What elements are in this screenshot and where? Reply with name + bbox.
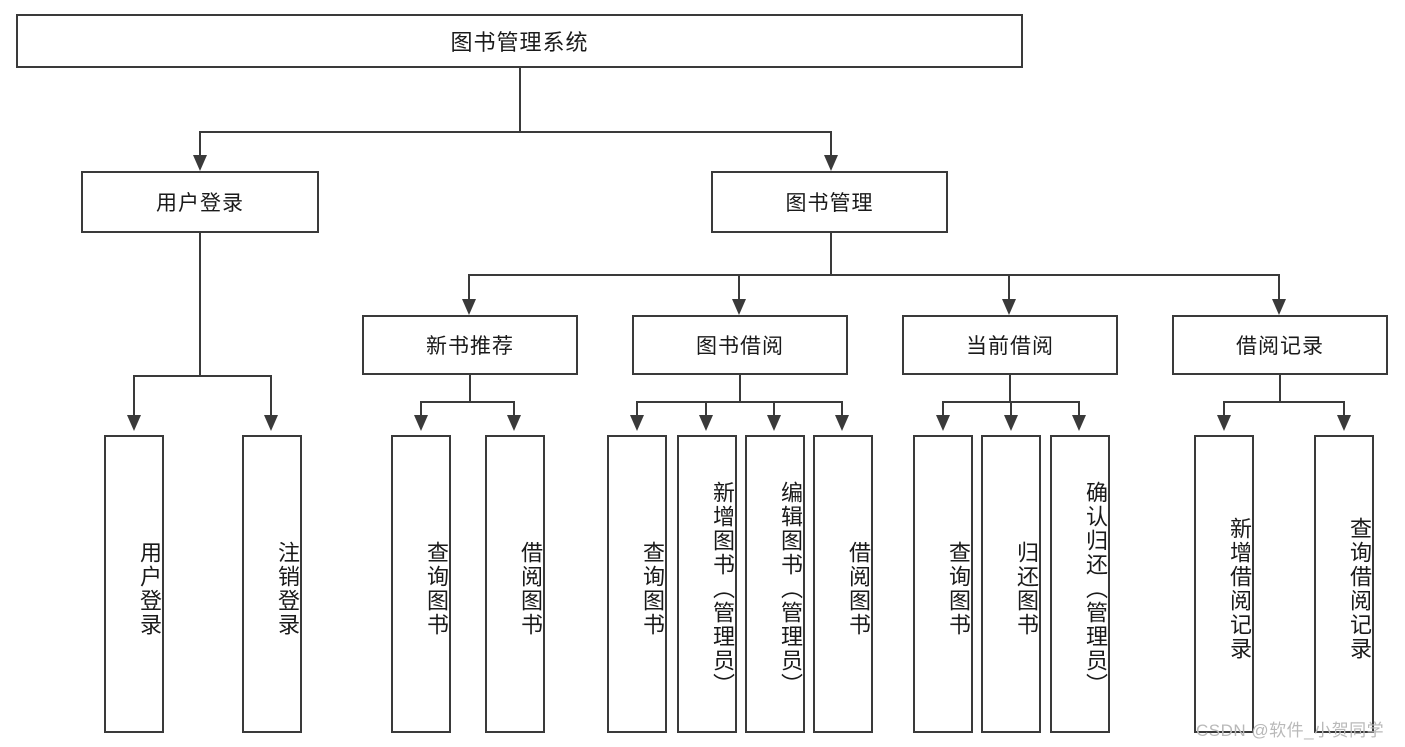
leaf-edit-book-admin[interactable]: 编辑图书（管理员） [745,435,805,733]
edge-current-borrow-drop-2 [1010,401,1012,417]
edge-book-borrow-bus [636,401,842,403]
leaf-logout-login[interactable]: 注销登录 [242,435,302,733]
edge-user-login-bus [133,375,272,377]
leaf-query-books-current[interactable]: 查询图书 [913,435,973,733]
edge-book-mgmt-drop-4 [1278,274,1280,300]
edge-book-borrow-drop-1 [636,401,638,417]
node-new-book-recommend[interactable]: 新书推荐 [362,315,578,375]
node-user-login[interactable]: 用户登录 [81,171,319,233]
edge-book-borrow-stem [739,375,741,402]
arrow-borrow-record-leaf-1 [1217,415,1231,431]
node-borrow-record[interactable]: 借阅记录 [1172,315,1388,375]
arrow-new-book-leaf-2 [507,415,521,431]
leaf-label: 查询图书 [640,541,665,637]
arrow-root-to-user-login [193,155,207,171]
edge-current-borrow-stem [1009,375,1011,402]
arrow-root-to-book-mgmt [824,155,838,171]
arrow-book-borrow-leaf-3 [767,415,781,431]
edge-borrow-record-drop-2 [1343,401,1345,417]
edge-borrow-record-stem [1279,375,1281,402]
edge-book-borrow-drop-2 [705,401,707,417]
edge-new-book-stem [469,375,471,402]
arrow-book-borrow-leaf-1 [630,415,644,431]
edge-book-mgmt-stem [830,233,832,275]
leaf-label: 借阅图书 [518,541,543,637]
leaf-borrow-books-recommend[interactable]: 借阅图书 [485,435,545,733]
arrow-to-book-borrow [732,299,746,315]
arrow-current-borrow-leaf-3 [1072,415,1086,431]
leaf-label: 查询图书 [946,541,971,637]
leaf-return-books[interactable]: 归还图书 [981,435,1041,733]
leaf-label: 新增图书（管理员） [710,481,735,697]
leaf-add-borrow-record[interactable]: 新增借阅记录 [1194,435,1254,733]
arrow-book-borrow-leaf-4 [835,415,849,431]
edge-book-borrow-drop-3 [773,401,775,417]
edge-book-mgmt-drop-3 [1008,274,1010,300]
leaf-query-books-recommend[interactable]: 查询图书 [391,435,451,733]
leaf-label: 新增借阅记录 [1227,517,1252,661]
leaf-label: 用户登录 [137,541,162,637]
edge-root-bus [199,131,832,133]
leaf-label: 查询图书 [424,541,449,637]
node-book-management[interactable]: 图书管理 [711,171,948,233]
edge-user-login-stem [199,233,201,376]
arrow-to-new-book-recommend [462,299,476,315]
edge-book-mgmt-drop-2 [738,274,740,300]
edge-root-to-book-mgmt [830,131,832,157]
edge-borrow-record-bus [1223,401,1344,403]
arrow-user-login-leaf-1 [127,415,141,431]
edge-book-mgmt-bus [468,274,1280,276]
watermark-text: CSDN @软件_小贺同学 [1196,721,1385,740]
edge-new-book-drop-1 [420,401,422,417]
leaf-user-login[interactable]: 用户登录 [104,435,164,733]
arrow-borrow-record-leaf-2 [1337,415,1351,431]
leaf-query-books-borrow[interactable]: 查询图书 [607,435,667,733]
leaf-label: 借阅图书 [846,541,871,637]
leaf-label: 注销登录 [275,541,300,637]
leaf-add-book-admin[interactable]: 新增图书（管理员） [677,435,737,733]
leaf-confirm-return-admin[interactable]: 确认归还（管理员） [1050,435,1110,733]
edge-current-borrow-drop-1 [942,401,944,417]
edge-current-borrow-drop-3 [1078,401,1080,417]
edge-borrow-record-drop-1 [1223,401,1225,417]
leaf-query-borrow-record[interactable]: 查询借阅记录 [1314,435,1374,733]
leaf-label: 归还图书 [1014,541,1039,637]
arrow-new-book-leaf-1 [414,415,428,431]
node-root-system[interactable]: 图书管理系统 [16,14,1023,68]
edge-new-book-drop-2 [513,401,515,417]
arrow-current-borrow-leaf-2 [1004,415,1018,431]
arrow-to-borrow-record [1272,299,1286,315]
edge-user-login-drop-1 [133,375,135,417]
arrow-book-borrow-leaf-2 [699,415,713,431]
arrow-current-borrow-leaf-1 [936,415,950,431]
arrow-user-login-leaf-2 [264,415,278,431]
node-book-borrow[interactable]: 图书借阅 [632,315,848,375]
leaf-borrow-books[interactable]: 借阅图书 [813,435,873,733]
leaf-label: 编辑图书（管理员） [778,481,803,697]
edge-root-stem [519,68,521,132]
leaf-label: 查询借阅记录 [1347,517,1372,661]
edge-new-book-bus [420,401,515,403]
leaf-label: 确认归还（管理员） [1083,481,1108,697]
arrow-to-current-borrow [1002,299,1016,315]
edge-book-mgmt-drop-1 [468,274,470,300]
node-current-borrow[interactable]: 当前借阅 [902,315,1118,375]
edge-root-to-user-login [199,131,201,157]
edge-book-borrow-drop-4 [841,401,843,417]
edge-user-login-drop-2 [270,375,272,417]
